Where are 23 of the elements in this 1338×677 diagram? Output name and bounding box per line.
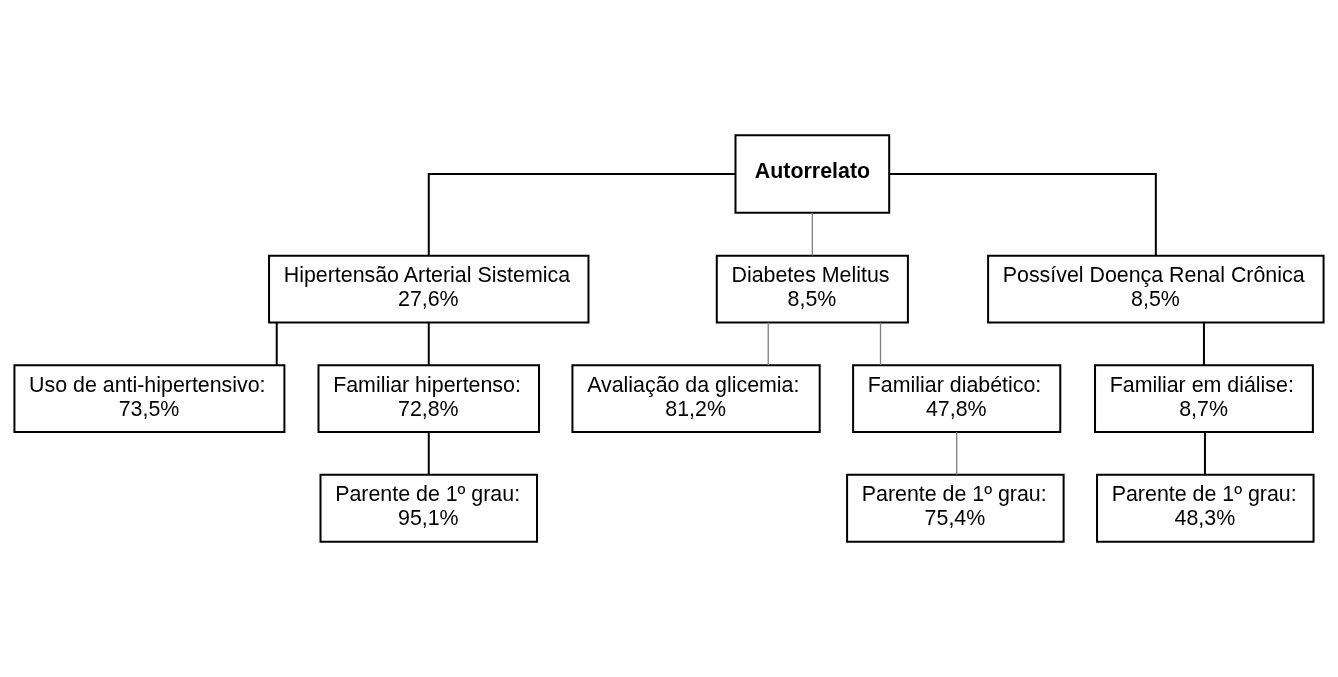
node-box: Diabetes Melitus 8,5% xyxy=(715,254,909,324)
connector xyxy=(1203,431,1206,476)
connector xyxy=(427,431,430,476)
node-box: Avaliação da glicemia: 81,2% xyxy=(571,364,821,434)
connector xyxy=(888,173,1157,257)
node-box: Parente de 1º grau: 95,1% xyxy=(319,473,538,543)
node-box: Familiar hipertenso: 72,8% xyxy=(317,364,540,434)
connector xyxy=(427,173,737,257)
node-box: Familiar em diálise: 8,7% xyxy=(1094,364,1314,434)
node-box: Hipertensão Arterial Sistemica 27,6% xyxy=(268,254,590,324)
node-box: Parente de 1º grau: 48,3% xyxy=(1096,473,1315,543)
node-box: Familiar diabético: 47,8% xyxy=(852,364,1062,434)
node-box: Possível Doença Renal Crônica 8,5% xyxy=(987,254,1325,324)
connector xyxy=(275,321,278,366)
connector xyxy=(1202,321,1205,366)
connector xyxy=(767,321,769,366)
connector xyxy=(811,212,813,257)
connector xyxy=(879,321,882,366)
connector xyxy=(956,431,958,476)
node-box: Parente de 1º grau: 75,4% xyxy=(846,473,1065,543)
connector xyxy=(427,321,430,366)
node-box: Autorrelato xyxy=(734,134,891,214)
node-box: Uso de anti-hipertensivo: 73,5% xyxy=(13,364,286,434)
